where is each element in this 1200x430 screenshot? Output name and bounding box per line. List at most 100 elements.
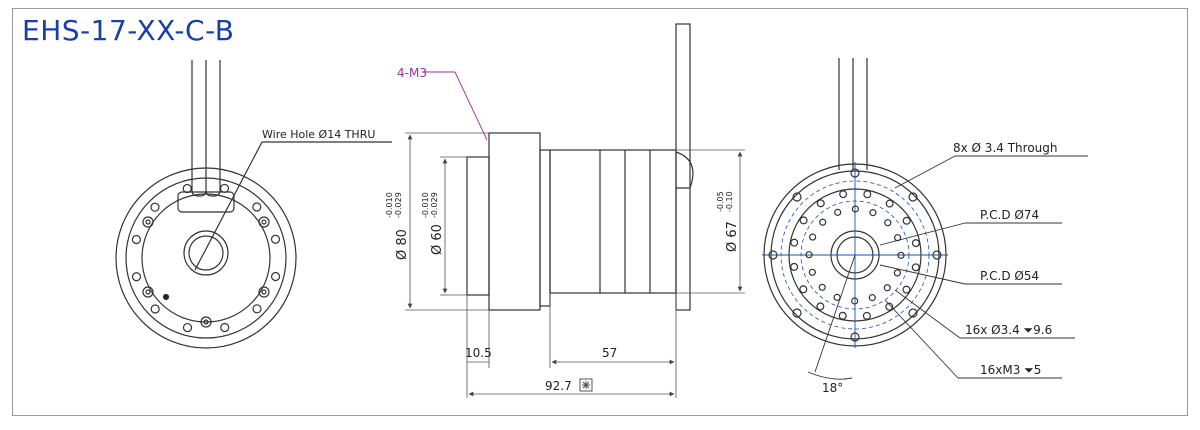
pcd74-label: P.C.D Ø74	[980, 208, 1039, 222]
front-hub-inner	[188, 235, 224, 271]
front-screw-head	[142, 216, 154, 228]
back-hole-group	[768, 168, 942, 342]
angle-ray	[814, 254, 856, 373]
leader-16x-holes	[894, 289, 961, 339]
through-hole	[932, 250, 942, 260]
pcd54-label: P.C.D Ø54	[980, 269, 1039, 283]
dim-80-tol-upper: -0.010	[385, 192, 394, 218]
front-inner-circle	[141, 193, 271, 323]
side-cable	[675, 23, 691, 311]
front-hub-circle	[183, 230, 229, 276]
dim-60-label: Ø 60	[430, 224, 445, 255]
wire-hole-label: Wire Hole Ø14 THRU	[262, 128, 375, 141]
wire-hole-leader	[194, 141, 263, 271]
leader-pcd74	[879, 222, 966, 246]
through-hole	[908, 192, 918, 202]
inner-hole	[851, 297, 859, 305]
inner-hole	[808, 268, 816, 276]
front-bolt-hole	[252, 304, 262, 314]
inner-hole	[897, 251, 905, 259]
through-hole	[850, 332, 860, 342]
m3-hole	[902, 285, 911, 294]
through-hole	[768, 250, 778, 260]
front-screw-head	[258, 216, 270, 228]
inner-hole	[834, 208, 842, 216]
front-bolt-hole	[150, 202, 160, 212]
front-screw-center	[203, 319, 209, 325]
cable	[191, 60, 221, 197]
callout-leader	[454, 71, 488, 141]
callout-4-m3: 4-M3	[397, 66, 427, 80]
m3-hole	[911, 263, 920, 272]
front-bolt-hole	[131, 234, 142, 245]
inner-hole	[809, 233, 817, 241]
front-screw-head	[258, 286, 270, 298]
front-bolt-hole	[220, 322, 230, 333]
m3-hole	[862, 311, 871, 320]
dim-10-5-label: 10.5	[465, 346, 492, 360]
side-connector	[675, 151, 694, 189]
side-flange-60	[466, 156, 490, 296]
inner-hole	[818, 283, 826, 291]
back-view	[762, 58, 1088, 380]
dim-57-label: 57	[602, 346, 617, 360]
front-bolt-hole	[182, 183, 192, 194]
angle-label: 18°	[822, 381, 843, 395]
front-rim-circle	[125, 177, 287, 339]
front-screw-center	[145, 219, 151, 225]
m3-hole	[838, 311, 847, 320]
through-holes-label: 8x Ø 3.4 Through	[953, 141, 1057, 155]
taps16-label: 16xM3 ⏷5	[980, 363, 1041, 377]
front-bolt-group	[131, 183, 281, 333]
dim-80-label: Ø 80	[395, 229, 410, 260]
dim-67-tol-upper: -0.05	[716, 191, 725, 212]
dim-60-tol-upper: -0.010	[421, 192, 430, 218]
back-cable	[838, 58, 868, 170]
dim-60-tol-lower: -0.029	[430, 192, 439, 218]
inner-hole	[869, 209, 877, 217]
m3-hole	[816, 302, 825, 311]
through-hole	[850, 168, 860, 178]
front-bolt-hole	[270, 234, 281, 244]
front-bolt-hole	[150, 304, 160, 314]
dim-92-7-label: 92.7	[545, 379, 572, 393]
through-hole	[792, 308, 802, 318]
leader-16xm3	[884, 299, 959, 379]
front-outer-circle	[115, 167, 297, 349]
cable-clamp	[177, 191, 235, 213]
leader-through	[894, 155, 956, 189]
m3-hole	[799, 285, 808, 294]
front-bolt-hole	[131, 272, 142, 282]
m3-hole	[902, 216, 911, 225]
dim-80-tol-lower: -0.029	[394, 192, 403, 218]
dim-67-tol-lower: -0.10	[725, 191, 734, 212]
m3-hole	[863, 190, 872, 199]
inner-hole	[868, 294, 876, 302]
angle-arc	[807, 371, 853, 380]
inner-hole	[805, 251, 813, 259]
inner-hole	[819, 218, 827, 226]
front-bolt-hole	[219, 183, 230, 194]
basic-dim-box	[579, 378, 593, 392]
front-view	[115, 60, 392, 349]
m3-hole	[839, 190, 848, 199]
model-title: EHS-17-XX-C-B	[22, 14, 235, 47]
m3-hole	[885, 199, 894, 208]
front-screw-center	[261, 289, 267, 295]
drawing-border	[12, 8, 1188, 416]
m3-hole	[816, 199, 825, 208]
inner-hole	[851, 205, 859, 213]
side-body	[549, 149, 677, 294]
m3-hole	[790, 262, 799, 271]
inner-hole	[884, 219, 892, 227]
side-view	[405, 23, 745, 398]
side-step	[539, 149, 551, 307]
inner-hole	[833, 293, 841, 301]
through-hole	[908, 308, 918, 318]
side-flange-80	[488, 132, 541, 311]
front-screw-center	[261, 219, 267, 225]
front-bolt-hole	[270, 271, 281, 282]
m3-hole	[911, 239, 920, 248]
m3-hole	[885, 302, 894, 311]
